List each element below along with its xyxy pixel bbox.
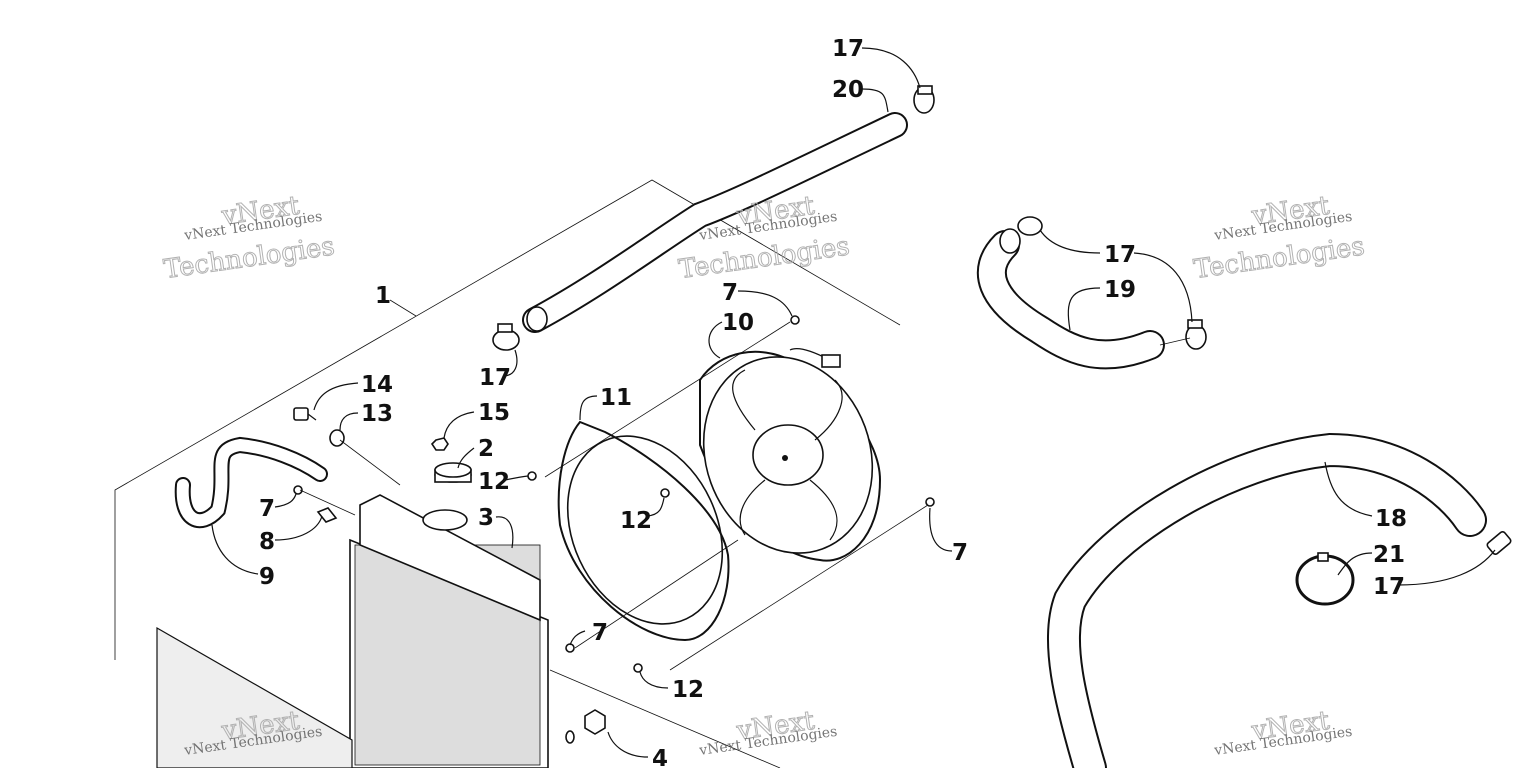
callout-7-bottom[interactable]: 7 xyxy=(592,620,608,646)
callout-17-left[interactable]: 17 xyxy=(479,365,511,391)
cooling-fan-10[interactable] xyxy=(677,333,900,577)
screw-7-left[interactable] xyxy=(293,485,303,495)
callout-18[interactable]: 18 xyxy=(1375,506,1407,532)
upper-hose[interactable] xyxy=(522,112,908,333)
radiator-cap-2[interactable] xyxy=(434,462,472,483)
watermark-top-center: vNext vNext Technologies Technologies xyxy=(676,190,852,285)
hose-clamp-19-bottom[interactable] xyxy=(1185,319,1207,350)
callout-11[interactable]: 11 xyxy=(600,385,632,411)
screw-14[interactable] xyxy=(293,407,317,421)
hose-clamp-upper-left[interactable] xyxy=(492,323,520,351)
callout-20[interactable]: 20 xyxy=(832,77,864,103)
callout-labels: 17 20 1 17 7 10 17 19 17 14 13 15 2 11 1… xyxy=(259,36,1407,768)
hose-19[interactable] xyxy=(976,228,1165,370)
callout-13[interactable]: 13 xyxy=(361,401,393,427)
radiator-core[interactable] xyxy=(349,494,549,768)
screw-7-bottom[interactable] xyxy=(565,643,575,653)
callout-3[interactable]: 3 xyxy=(478,505,494,531)
overflow-hose-9[interactable] xyxy=(174,436,328,529)
nut-15[interactable] xyxy=(430,437,449,451)
hose-clamp-19-top[interactable] xyxy=(1017,216,1043,236)
callout-7-left[interactable]: 7 xyxy=(259,496,275,522)
screw-7-top[interactable] xyxy=(790,315,800,325)
reference-outline xyxy=(114,179,901,768)
fan-shroud-11[interactable] xyxy=(538,411,751,649)
nut-12-left[interactable] xyxy=(527,471,537,481)
callout-14[interactable]: 14 xyxy=(361,372,393,398)
hose-clamp-18[interactable] xyxy=(1486,530,1512,556)
lower-hose-18[interactable] xyxy=(1046,432,1487,768)
nut-12-center[interactable] xyxy=(660,488,670,498)
callout-12-left[interactable]: 12 xyxy=(478,469,510,495)
callout-2[interactable]: 2 xyxy=(478,436,494,462)
callout-9[interactable]: 9 xyxy=(259,564,275,590)
callout-8[interactable]: 8 xyxy=(259,529,275,555)
callout-21[interactable]: 21 xyxy=(1373,542,1405,568)
callout-7-right[interactable]: 7 xyxy=(952,540,968,566)
watermark-bottom-center: vNext vNext Technologies xyxy=(697,705,838,759)
screw-7-right[interactable] xyxy=(925,497,935,507)
grommet-13[interactable] xyxy=(329,429,345,447)
callout-17-lower[interactable]: 17 xyxy=(1373,574,1405,600)
callout-10[interactable]: 10 xyxy=(722,310,754,336)
callout-17-top[interactable]: 17 xyxy=(832,36,864,62)
callout-15[interactable]: 15 xyxy=(478,400,510,426)
hose-clamp-upper-right[interactable] xyxy=(913,85,935,114)
leader-lines xyxy=(211,47,1496,758)
radiator-screen xyxy=(156,626,353,768)
watermark-top-left: vNext vNext Technologies Technologies xyxy=(161,190,337,285)
spring-clamp-21[interactable] xyxy=(1295,552,1355,606)
callout-19[interactable]: 19 xyxy=(1104,277,1136,303)
nut-12-bottom[interactable] xyxy=(633,663,643,673)
callout-4[interactable]: 4 xyxy=(652,746,668,768)
callout-17-hose19[interactable]: 17 xyxy=(1104,242,1136,268)
radiator-drain-plug-4[interactable] xyxy=(565,709,606,744)
clip-8[interactable] xyxy=(316,507,338,523)
callout-1[interactable]: 1 xyxy=(375,283,391,309)
callout-12-center[interactable]: 12 xyxy=(620,508,652,534)
callout-7-top[interactable]: 7 xyxy=(722,280,738,306)
watermark-bottom-right: vNext vNext Technologies xyxy=(1212,705,1353,759)
callout-12-bottom[interactable]: 12 xyxy=(672,677,704,703)
watermark-top-right: vNext vNext Technologies Technologies xyxy=(1191,190,1367,285)
